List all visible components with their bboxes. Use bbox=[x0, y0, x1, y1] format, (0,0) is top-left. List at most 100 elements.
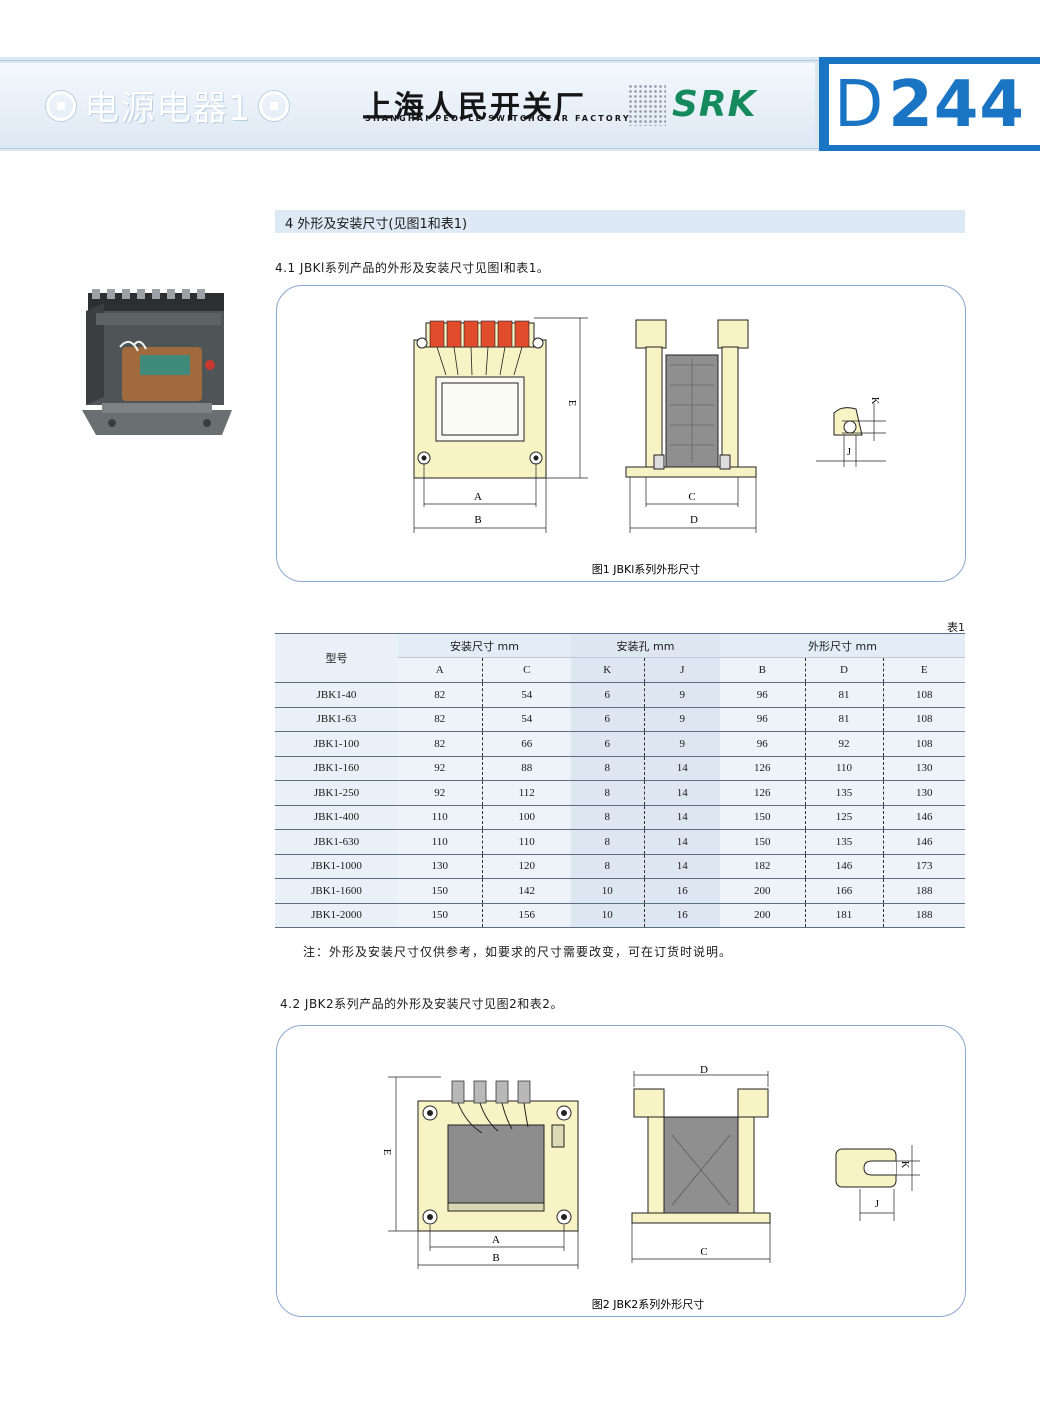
cell-K: 8 bbox=[571, 804, 645, 830]
col-header-model: 型号 bbox=[275, 633, 398, 683]
company-name-en: SHANGHAI PEOPLE SWITCHGEAR FACTORY bbox=[365, 114, 631, 123]
group-header-install: 安装尺寸 mm bbox=[398, 633, 571, 658]
cell-A: 150 bbox=[398, 902, 483, 928]
subsection-4-1: 4.1 JBKl系列产品的外形及安装尺寸见图l和表1。 bbox=[275, 261, 550, 275]
cell-A: 110 bbox=[398, 804, 483, 830]
cell-B: 126 bbox=[720, 755, 806, 781]
table1-label: 表1 bbox=[947, 621, 965, 634]
cell-J: 16 bbox=[644, 902, 720, 928]
cell-A: 82 bbox=[398, 731, 483, 756]
company-name-cn: 上海人民开关厂 bbox=[362, 90, 586, 125]
col-header-D: D bbox=[805, 657, 884, 683]
cell-J: 14 bbox=[644, 780, 720, 805]
cell-A: 150 bbox=[398, 878, 483, 903]
dim2-K: K bbox=[899, 1161, 910, 1169]
fig1-hole-detail: K J bbox=[816, 397, 886, 467]
dim-D: D bbox=[690, 514, 698, 526]
cell-E: 108 bbox=[883, 682, 965, 707]
cell-K: 8 bbox=[571, 755, 645, 781]
cell-J: 14 bbox=[644, 853, 720, 879]
cell-E: 146 bbox=[883, 804, 965, 830]
cell-E: 130 bbox=[883, 755, 965, 781]
col-header-A: A bbox=[398, 657, 483, 683]
dim-B: B bbox=[474, 514, 481, 526]
category-label: 电源电器1 bbox=[84, 89, 252, 129]
cell-model: JBK1-40 bbox=[275, 682, 398, 707]
cell-model: JBK1-63 bbox=[275, 706, 398, 732]
table1-note: 注：外形及安装尺寸仅供参考，如要求的尺寸需要改变，可在订货时说明。 bbox=[303, 945, 733, 959]
cell-C: 112 bbox=[482, 780, 571, 805]
cell-K: 8 bbox=[571, 829, 645, 854]
product-photo bbox=[82, 285, 232, 445]
cell-A: 92 bbox=[398, 780, 483, 805]
cell-E: 108 bbox=[883, 706, 965, 732]
cell-J: 14 bbox=[644, 829, 720, 854]
cell-K: 8 bbox=[571, 853, 645, 879]
cell-B: 96 bbox=[720, 706, 806, 732]
cell-model: JBK1-1600 bbox=[275, 878, 398, 903]
cell-E: 108 bbox=[883, 731, 965, 756]
cell-J: 14 bbox=[644, 804, 720, 830]
figure1-drawing: A B E C D bbox=[413, 317, 886, 576]
subsection-4-2: 4.2 JBK2系列产品的外形及安装尺寸见图2和表2。 bbox=[280, 997, 563, 1011]
cell-B: 150 bbox=[720, 804, 806, 830]
group-header-holes: 安装孔 mm bbox=[571, 633, 720, 658]
cell-B: 182 bbox=[720, 853, 806, 879]
header-rule-bottom bbox=[0, 148, 1040, 149]
dim2-J: J bbox=[875, 1199, 879, 1210]
cell-C: 110 bbox=[482, 829, 571, 854]
page-number: D244 bbox=[834, 68, 1025, 142]
cell-C: 54 bbox=[482, 682, 571, 707]
cell-E: 188 bbox=[883, 902, 965, 928]
col-header-J: J bbox=[644, 657, 720, 683]
header-title-area bbox=[0, 63, 815, 145]
fig2-hole-detail: K J bbox=[835, 1145, 920, 1221]
fig1-front-view: A B E bbox=[413, 317, 588, 533]
cell-D: 135 bbox=[805, 780, 884, 805]
cell-B: 200 bbox=[720, 878, 806, 903]
col-header-B: B bbox=[720, 657, 806, 683]
cell-C: 54 bbox=[482, 706, 571, 732]
cell-A: 82 bbox=[398, 682, 483, 707]
dim2-B: B bbox=[492, 1252, 499, 1264]
cell-C: 88 bbox=[482, 755, 571, 781]
category-title: 电源电器1 bbox=[46, 80, 290, 131]
cell-D: 92 bbox=[805, 731, 884, 756]
dim-J: J bbox=[847, 447, 851, 458]
cell-K: 10 bbox=[571, 902, 645, 928]
cell-K: 6 bbox=[571, 731, 645, 756]
page-number-panel bbox=[829, 64, 1040, 145]
cell-C: 156 bbox=[482, 902, 571, 928]
cell-D: 146 bbox=[805, 853, 884, 879]
header-rule-top bbox=[0, 60, 1040, 61]
dim2-C: C bbox=[700, 1246, 707, 1258]
dim-E: E bbox=[566, 400, 577, 406]
dim-C: C bbox=[688, 491, 695, 503]
cell-D: 81 bbox=[805, 706, 884, 732]
cell-B: 96 bbox=[720, 731, 806, 756]
cell-A: 82 bbox=[398, 706, 483, 732]
cell-J: 9 bbox=[644, 682, 720, 707]
cell-C: 120 bbox=[482, 853, 571, 879]
cell-B: 126 bbox=[720, 780, 806, 805]
cell-model: JBK1-250 bbox=[275, 780, 398, 805]
figure2-caption: 图2 JBK2系列外形尺寸 bbox=[592, 1297, 705, 1311]
figure1-caption: 图1 JBKl系列外形尺寸 bbox=[592, 562, 701, 576]
cell-D: 135 bbox=[805, 829, 884, 854]
cell-D: 181 bbox=[805, 902, 884, 928]
bullet-circle-icon bbox=[259, 90, 290, 121]
cell-C: 100 bbox=[482, 804, 571, 830]
fig1-side-view: C D bbox=[625, 319, 757, 533]
col-header-K: K bbox=[571, 657, 645, 683]
cell-D: 125 bbox=[805, 804, 884, 830]
cell-E: 146 bbox=[883, 829, 965, 854]
dim-K: K bbox=[869, 397, 880, 405]
cell-K: 6 bbox=[571, 706, 645, 732]
